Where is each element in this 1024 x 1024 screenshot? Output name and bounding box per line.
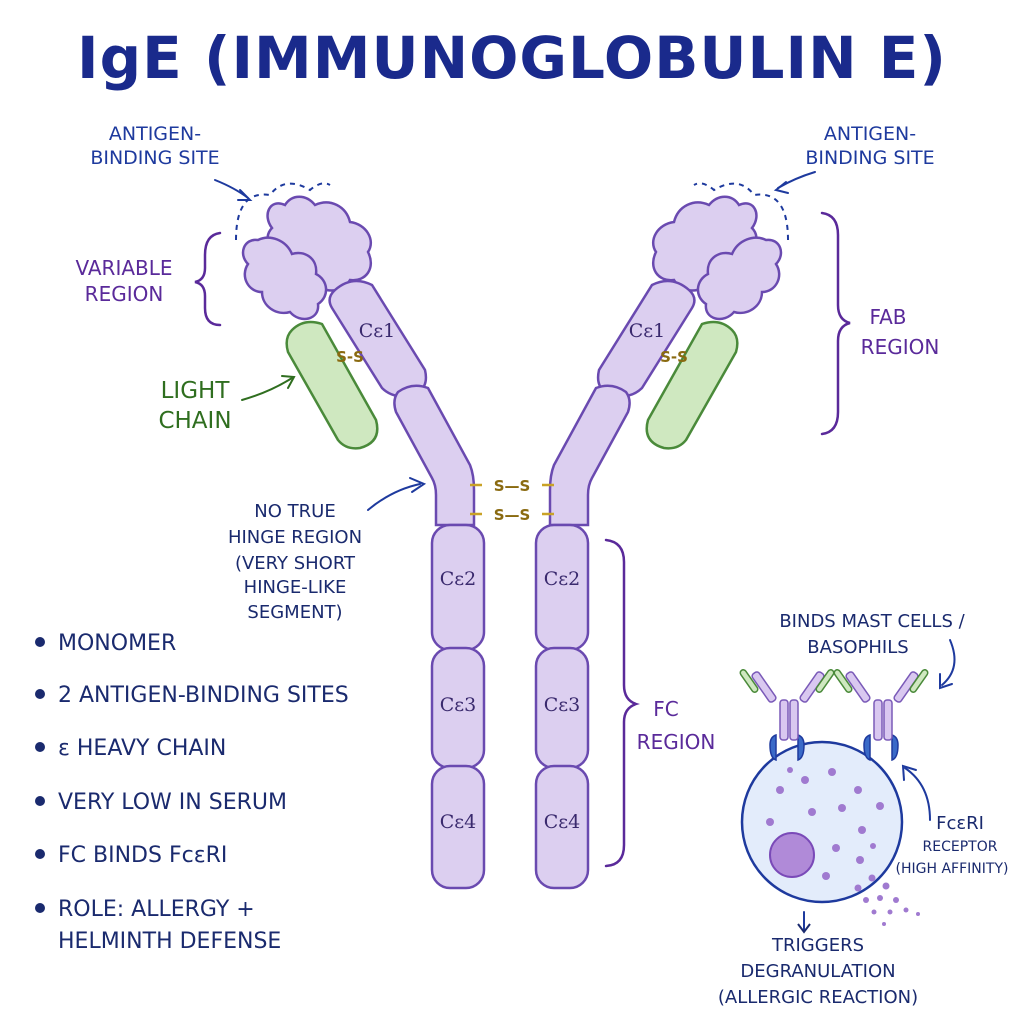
hinge-label: NO TRUE HINGE REGION (VERY SHORT HINGE-L… (228, 477, 427, 623)
svg-text:REGION: REGION (861, 335, 940, 359)
variable-region-label: VARIABLE REGION (75, 231, 222, 327)
svg-text:FAB: FAB (869, 305, 906, 329)
fc-region-brace (604, 538, 640, 868)
arrowhead-icon (797, 923, 811, 934)
feature-list: MONOMER 2 ANTIGEN-BINDING SITES ε HEAVY … (35, 631, 349, 954)
svg-text:LIGHT: LIGHT (161, 378, 231, 404)
svg-text:BINDING SITE: BINDING SITE (805, 147, 934, 169)
svg-text:HINGE REGION: HINGE REGION (228, 527, 362, 548)
svg-text:FcεRI: FcεRI (936, 813, 984, 834)
cell-nucleus (769, 832, 815, 878)
vl-domain-left (241, 236, 328, 321)
list-item: ε HEAVY CHAIN (58, 736, 226, 761)
ce2-label-right: Cε2 (544, 568, 580, 590)
ce3-label-left: Cε3 (440, 694, 476, 716)
fab-region-brace (820, 211, 851, 436)
cl-domain-right (645, 320, 739, 450)
svg-text:ANTIGEN-: ANTIGEN- (824, 123, 916, 145)
arrow-icon (367, 483, 421, 511)
heavy-arm-right (548, 384, 631, 527)
heavy-chain-right (534, 195, 758, 890)
svg-text:DEGRANULATION: DEGRANULATION (740, 961, 895, 982)
arrow-icon (941, 639, 956, 686)
svg-text:VARIABLE: VARIABLE (75, 256, 172, 280)
mast-cell-illustration: BINDS MAST CELLS / BASOPHILS (718, 611, 1009, 1008)
light-chain-right (645, 236, 783, 450)
svg-text:(ALLERGIC REACTION): (ALLERGIC REACTION) (718, 987, 918, 1008)
list-item-continuation: HELMINTH DEFENSE (58, 929, 281, 954)
disulfide-label-1: S—S (494, 477, 531, 495)
ce4-domain-right (534, 764, 590, 890)
list-item: VERY LOW IN SERUM (58, 790, 287, 815)
ce1-label-right: Cε1 (629, 320, 665, 342)
ce3-label-right: Cε3 (544, 694, 580, 716)
ce4-domain-left (430, 764, 486, 890)
light-disulfide-right: S-S (660, 348, 688, 366)
bullet-dot (35, 903, 45, 913)
variable-region-brace (194, 231, 222, 327)
svg-text:HINGE-LIKE: HINGE-LIKE (244, 577, 347, 598)
arrow-icon (904, 767, 931, 821)
svg-text:NO TRUE: NO TRUE (254, 501, 335, 522)
svg-text:(HIGH AFFINITY): (HIGH AFFINITY) (896, 861, 1009, 877)
vl-domain-right (696, 236, 783, 321)
fab-region-label: FAB REGION (820, 211, 940, 436)
svg-text:TRIGGERS: TRIGGERS (771, 935, 864, 956)
list-item: MONOMER (58, 631, 176, 656)
antigen-site-left-marker (235, 182, 331, 241)
cl-domain-left (285, 320, 379, 450)
svg-text:BASOPHILS: BASOPHILS (807, 637, 908, 658)
mini-ige-left (739, 669, 835, 741)
antigen-site-right-label: ANTIGEN- BINDING SITE (773, 123, 935, 194)
released-granules (854, 874, 920, 926)
svg-text:REGION: REGION (637, 730, 716, 754)
svg-text:SEGMENT): SEGMENT) (247, 602, 342, 623)
bullet-dot (35, 849, 45, 859)
svg-text:REGION: REGION (85, 282, 164, 306)
hinge-disulfide-bonds: S—S S—S (470, 476, 554, 524)
antigen-site-right-marker (693, 182, 789, 241)
svg-text:BINDS MAST CELLS /: BINDS MAST CELLS / (779, 611, 965, 632)
svg-text:(VERY SHORT: (VERY SHORT (235, 553, 356, 574)
disulfide-label-2: S—S (494, 506, 531, 524)
list-item: FC BINDS FcεRI (58, 843, 227, 868)
antigen-site-left-label: ANTIGEN- BINDING SITE (90, 123, 253, 201)
light-chain-left (241, 236, 379, 450)
arrowhead-icon (901, 764, 917, 781)
arrowhead-icon (939, 673, 953, 690)
svg-text:RECEPTOR: RECEPTOR (923, 839, 998, 855)
arrowhead-icon (773, 181, 789, 194)
heavy-arm-left (393, 384, 476, 527)
svg-text:BINDING SITE: BINDING SITE (90, 147, 219, 169)
list-item: ROLE: ALLERGY + (58, 897, 255, 922)
bullet-dot (35, 742, 45, 752)
light-disulfide-left: S-S (336, 348, 364, 366)
ce4-label-left: Cε4 (440, 811, 476, 833)
fceri-receptors (769, 733, 899, 762)
arrowhead-icon (409, 477, 427, 493)
arrow-icon (214, 179, 249, 199)
arrow-icon (241, 377, 293, 401)
fc-region-label: FC REGION (604, 538, 716, 868)
ige-antibody: Cε1 Cε1 Cε2 Cε2 Cε3 Cε3 Cε4 Cε4 S—S S—S … (241, 195, 783, 890)
bullet-dot (35, 689, 45, 699)
svg-text:CHAIN: CHAIN (158, 408, 231, 434)
ce4-label-right: Cε4 (544, 811, 580, 833)
mini-ige-right (833, 669, 929, 741)
light-chain-label: LIGHT CHAIN (158, 375, 296, 434)
arrowhead-icon (237, 189, 253, 201)
arrowhead-icon (281, 375, 296, 389)
svg-text:ANTIGEN-: ANTIGEN- (109, 123, 201, 145)
list-item: 2 ANTIGEN-BINDING SITES (58, 683, 349, 708)
svg-text:FC: FC (653, 697, 678, 721)
page-title: IgE (IMMUNOGLOBULIN E) (77, 24, 947, 92)
ce2-label-left: Cε2 (440, 568, 476, 590)
bullet-dot (35, 796, 45, 806)
ce1-label-left: Cε1 (359, 320, 395, 342)
granules (766, 767, 884, 880)
bullet-dot (35, 637, 45, 647)
arrow-icon (777, 171, 816, 189)
